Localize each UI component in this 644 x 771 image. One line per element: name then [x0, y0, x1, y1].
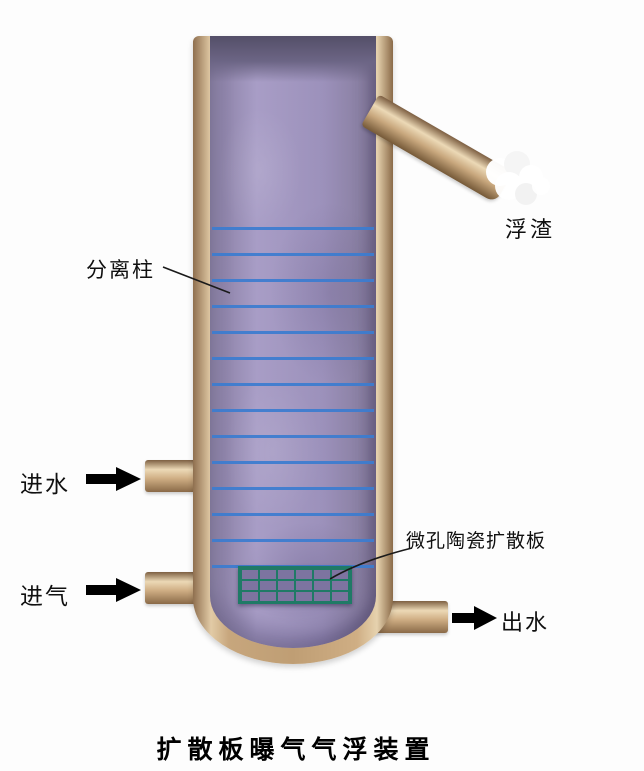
diffuser-plate — [238, 566, 352, 604]
air-inlet-label: 进气 — [20, 583, 70, 609]
water-inlet-label: 进水 — [20, 471, 70, 497]
scum-label: 浮渣 — [505, 217, 556, 242]
diffuser-plate-label: 微孔陶瓷扩散板 — [406, 531, 547, 552]
separation-column-interior — [210, 36, 376, 648]
water-inlet-arrow-icon — [86, 467, 141, 491]
liquid-surface-band — [210, 36, 376, 82]
water-level-lines — [212, 204, 374, 576]
water-outlet-label: 出水 — [501, 610, 550, 635]
diagram-title: 扩散板曝气气浮装置 — [156, 737, 436, 764]
air-inlet-arrow-icon — [86, 578, 141, 602]
separation-column-label: 分离柱 — [86, 259, 155, 282]
water-outlet-arrow-icon — [452, 606, 497, 630]
